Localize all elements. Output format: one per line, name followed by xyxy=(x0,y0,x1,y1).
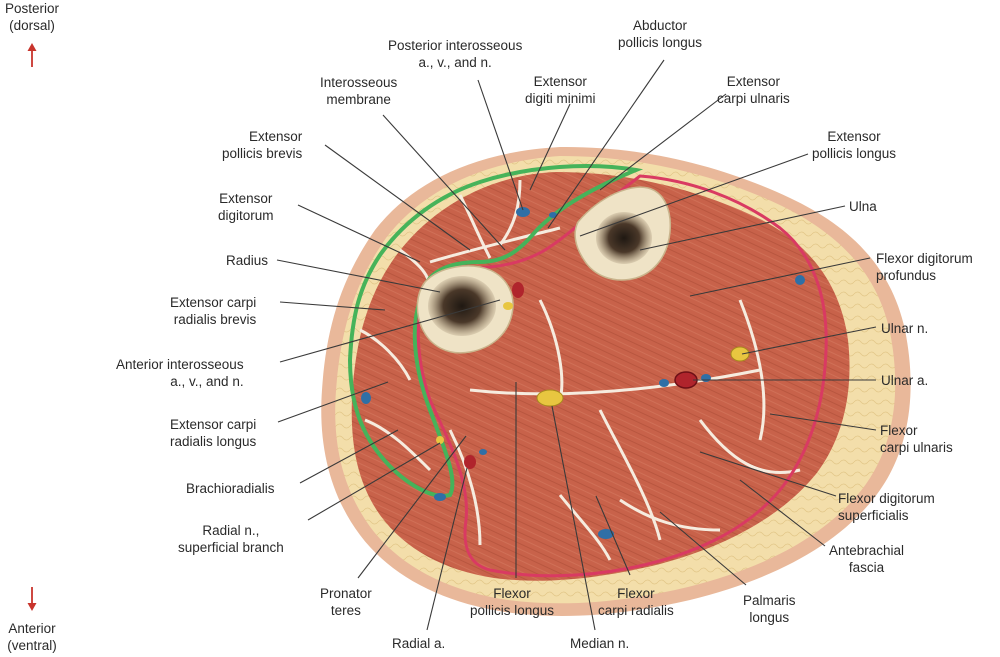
ulnar-vein xyxy=(659,379,669,387)
label-extensor-pollicis-longus: Extensor pollicis longus xyxy=(812,129,897,161)
anterior-interosseous-nerve xyxy=(503,302,513,310)
label-extensor-pollicis-brevis: Extensor pollicis brevis xyxy=(222,129,303,161)
anterior-interosseous-artery xyxy=(512,282,524,298)
orientation-bottom-label: Anterior (ventral) xyxy=(7,621,57,653)
label-extensor-digitorum: Extensor digitorum xyxy=(218,191,274,223)
label-palmaris-longus: Palmaris longus xyxy=(743,593,796,625)
median-nerve xyxy=(536,389,564,407)
label-extensor-carpi-radialis-brevis: Extensor carpi radialis brevis xyxy=(170,295,257,327)
label-ulnar-n: Ulnar n. xyxy=(881,321,929,336)
posterior-interosseous-vein xyxy=(549,212,557,218)
label-flexor-digitorum-profundus: Flexor digitorum profundus xyxy=(876,251,973,283)
label-posterior-interosseous: Posterior interosseous a., v., and n. xyxy=(388,38,523,70)
arrow-up-icon xyxy=(27,43,37,67)
leader-lines xyxy=(276,59,877,631)
basilic-vein xyxy=(795,275,805,285)
radius-marrow xyxy=(428,276,496,336)
label-radius: Radius xyxy=(226,253,269,268)
label-radial-a: Radial a. xyxy=(392,636,446,651)
label-extensor-digiti-minimi: Extensor digiti minimi xyxy=(525,74,596,106)
radial-nerve-superficial xyxy=(436,436,444,444)
label-flexor-pollicis-longus: Flexor pollicis longus xyxy=(470,586,555,618)
median-antebrachial-vein xyxy=(598,529,614,539)
label-ulna: Ulna xyxy=(849,199,877,214)
label-brachioradialis: Brachioradialis xyxy=(186,481,275,496)
label-pronator-teres: Pronator teres xyxy=(320,586,372,618)
label-interosseous-membrane: Interosseous membrane xyxy=(320,75,398,107)
label-abductor-pollicis-longus: Abductor pollicis longus xyxy=(618,18,703,50)
cephalic-vein xyxy=(361,392,371,404)
label-flexor-carpi-radialis: Flexor carpi radialis xyxy=(598,586,674,618)
label-ulnar-a: Ulnar a. xyxy=(881,373,929,388)
ulnar-vein-2 xyxy=(701,374,711,382)
label-median-n: Median n. xyxy=(570,636,630,651)
label-extensor-carpi-radialis-longus: Extensor carpi radialis longus xyxy=(170,417,257,449)
label-flexor-carpi-ulnaris: Flexor carpi ulnaris xyxy=(880,423,953,455)
superficial-vein xyxy=(434,493,446,501)
radial-vein xyxy=(479,449,487,455)
label-radial-n-superficial: Radial n., superficial branch xyxy=(178,523,284,555)
label-anterior-interosseous: Anterior interosseous a., v., and n. xyxy=(116,357,244,389)
label-extensor-carpi-ulnaris: Extensor carpi ulnaris xyxy=(717,74,790,106)
orientation-top-label: Posterior (dorsal) xyxy=(4,1,60,33)
radial-artery xyxy=(464,455,476,469)
ulnar-nerve xyxy=(730,346,750,362)
label-antebrachial-fascia: Antebrachial fascia xyxy=(829,543,905,575)
neurovascular-structures xyxy=(361,207,805,539)
posterior-interosseous-vessels xyxy=(516,207,530,217)
label-flexor-digitorum-superficialis: Flexor digitorum superficialis xyxy=(838,491,935,523)
muscle-septa xyxy=(359,179,801,561)
arrow-down-icon xyxy=(27,587,37,611)
